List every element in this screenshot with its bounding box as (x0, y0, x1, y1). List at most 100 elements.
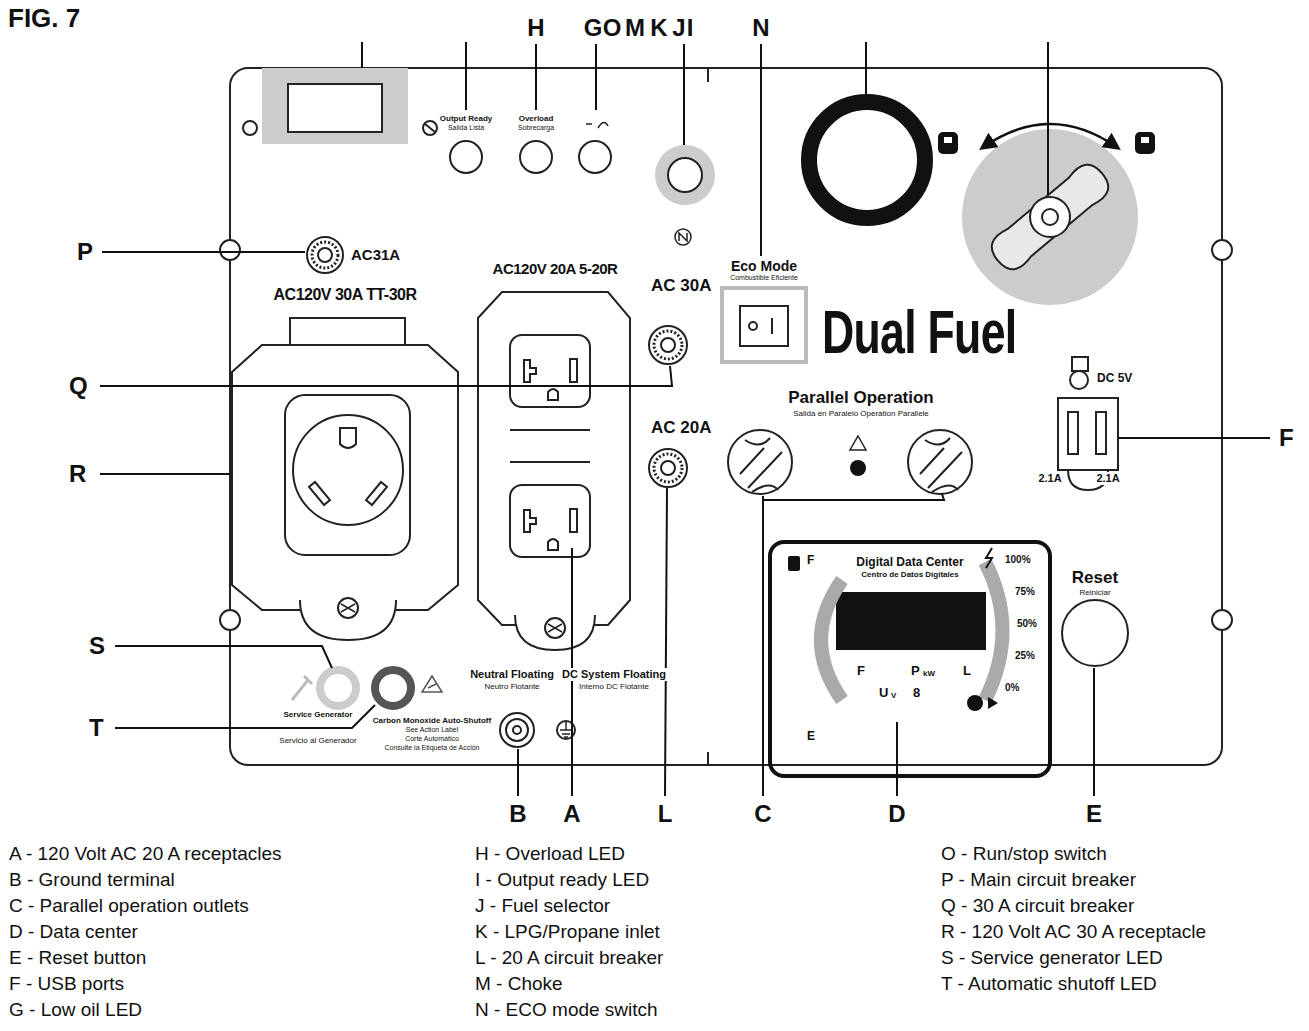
callout-letter: S (88, 632, 106, 660)
parallel-outlet (850, 436, 866, 450)
ground-terminal (560, 722, 572, 737)
panel-text: F (856, 664, 866, 679)
panel-text: F (806, 554, 815, 568)
panel-text: V (890, 691, 897, 700)
panel-text: Salida en Paralelo Operation Parallele (792, 409, 930, 418)
panel-text: 2.1A (1037, 472, 1062, 485)
callout-letter: K (649, 14, 668, 42)
callout-letter: D (887, 800, 906, 828)
parallel-outlet (920, 438, 962, 492)
indicator-led (579, 141, 611, 173)
status-led (320, 670, 356, 706)
eco-switch (771, 318, 773, 334)
receptacle-30a (232, 318, 458, 640)
key-line: A - 120 Volt AC 20 A receptacles (8, 843, 283, 865)
leader-line (865, 42, 867, 94)
leader-line (595, 44, 597, 110)
receptacle-20a (515, 615, 595, 650)
receptacle-20a (510, 335, 590, 407)
ground-terminal (513, 726, 521, 734)
panel-text: P (910, 664, 921, 679)
display-window (243, 121, 257, 135)
parallel-outlet (908, 430, 972, 494)
choke-ring (809, 102, 925, 218)
panel-text: Corte Automático (404, 735, 460, 743)
panel-text: 8 (912, 686, 921, 701)
leader-line (665, 488, 667, 796)
eco-switch (722, 288, 806, 362)
panel-text: AC 30A (650, 276, 712, 296)
circuit-breaker (649, 449, 687, 487)
key-line: K - LPG/Propane inlet (474, 921, 661, 943)
callout-letter: O (602, 14, 623, 42)
key-line: B - Ground terminal (8, 869, 176, 891)
receptacle-20a (545, 618, 565, 638)
callout-letter: B (508, 800, 527, 828)
data-center-display (967, 695, 983, 711)
choke-ring (809, 102, 925, 218)
switch-box: Eco ModeCombustible Eficiente (716, 258, 812, 364)
leader-line (517, 749, 519, 796)
status-led (292, 676, 312, 700)
panel-outline (1212, 240, 1232, 260)
node-heading: Eco Mode (731, 258, 797, 274)
receptacle-30a (232, 345, 458, 610)
leader-line (361, 42, 363, 68)
panel-text: E (806, 730, 816, 744)
receptacle-20a (478, 292, 630, 625)
key-line: M - Choke (474, 973, 564, 995)
key-line: J - Fuel selector (474, 895, 611, 917)
fuel-selector (1135, 132, 1155, 154)
eco-switch (722, 288, 806, 362)
leader-line (1093, 668, 1095, 796)
status-led (422, 676, 442, 692)
panel-outline (220, 240, 240, 260)
display-window (425, 124, 435, 132)
callout-letter: T (88, 714, 105, 742)
indicator-led (450, 141, 482, 173)
run-stop-switch (655, 145, 715, 245)
circuit-breaker (654, 454, 682, 482)
key-line: E - Reset button (8, 947, 147, 969)
ground-terminal (506, 719, 528, 741)
display-window (423, 121, 437, 135)
key-line: N - ECO mode switch (474, 999, 659, 1021)
key-line: G - Low oil LED (8, 999, 143, 1021)
panel-text: Reiniciar (1078, 588, 1111, 597)
receptacle-30a (340, 428, 356, 448)
receptacle-20a (510, 485, 590, 557)
panel-text: 50% (1016, 618, 1038, 630)
fuel-selector (944, 137, 952, 143)
receptacle-20a (570, 509, 577, 532)
leader-line (760, 44, 762, 256)
ground-terminal (500, 713, 575, 747)
panel-text: U (878, 686, 889, 701)
panel-text: 25% (1014, 650, 1036, 662)
receptacle-20a (548, 539, 558, 550)
panel-text: Overload (518, 114, 555, 123)
data-center-display (988, 697, 998, 709)
panel-text: Salida Lista (447, 124, 485, 132)
display-panel: Digital Data CenterCentro de Datos Digit… (768, 540, 1052, 778)
reset-button (1062, 600, 1128, 666)
panel-text: L (962, 664, 972, 679)
key-line: O - Run/stop switch (940, 843, 1108, 865)
parallel-outlet (728, 430, 972, 494)
indicator-led (520, 141, 552, 173)
panel-text: 0% (1004, 682, 1020, 694)
callout-letter: E (1085, 800, 1103, 828)
figure-title: FIG. 7 (8, 4, 80, 34)
receptacle-30a (309, 482, 387, 505)
circuit-breaker (312, 242, 338, 268)
receptacle-20a (524, 360, 536, 382)
panel-text: Dual Fuel (822, 296, 1016, 367)
fuel-selector (1030, 197, 1070, 237)
run-stop-switch (675, 229, 691, 245)
circuit-breaker (661, 338, 675, 352)
key-line: Q - 30 A circuit breaker (940, 895, 1135, 917)
key-line: C - Parallel operation outlets (8, 895, 250, 917)
key-line: H - Overload LED (474, 843, 626, 865)
fuel-selector (985, 158, 1114, 275)
callout-letter: J (671, 14, 686, 42)
data-center-display (788, 556, 800, 571)
